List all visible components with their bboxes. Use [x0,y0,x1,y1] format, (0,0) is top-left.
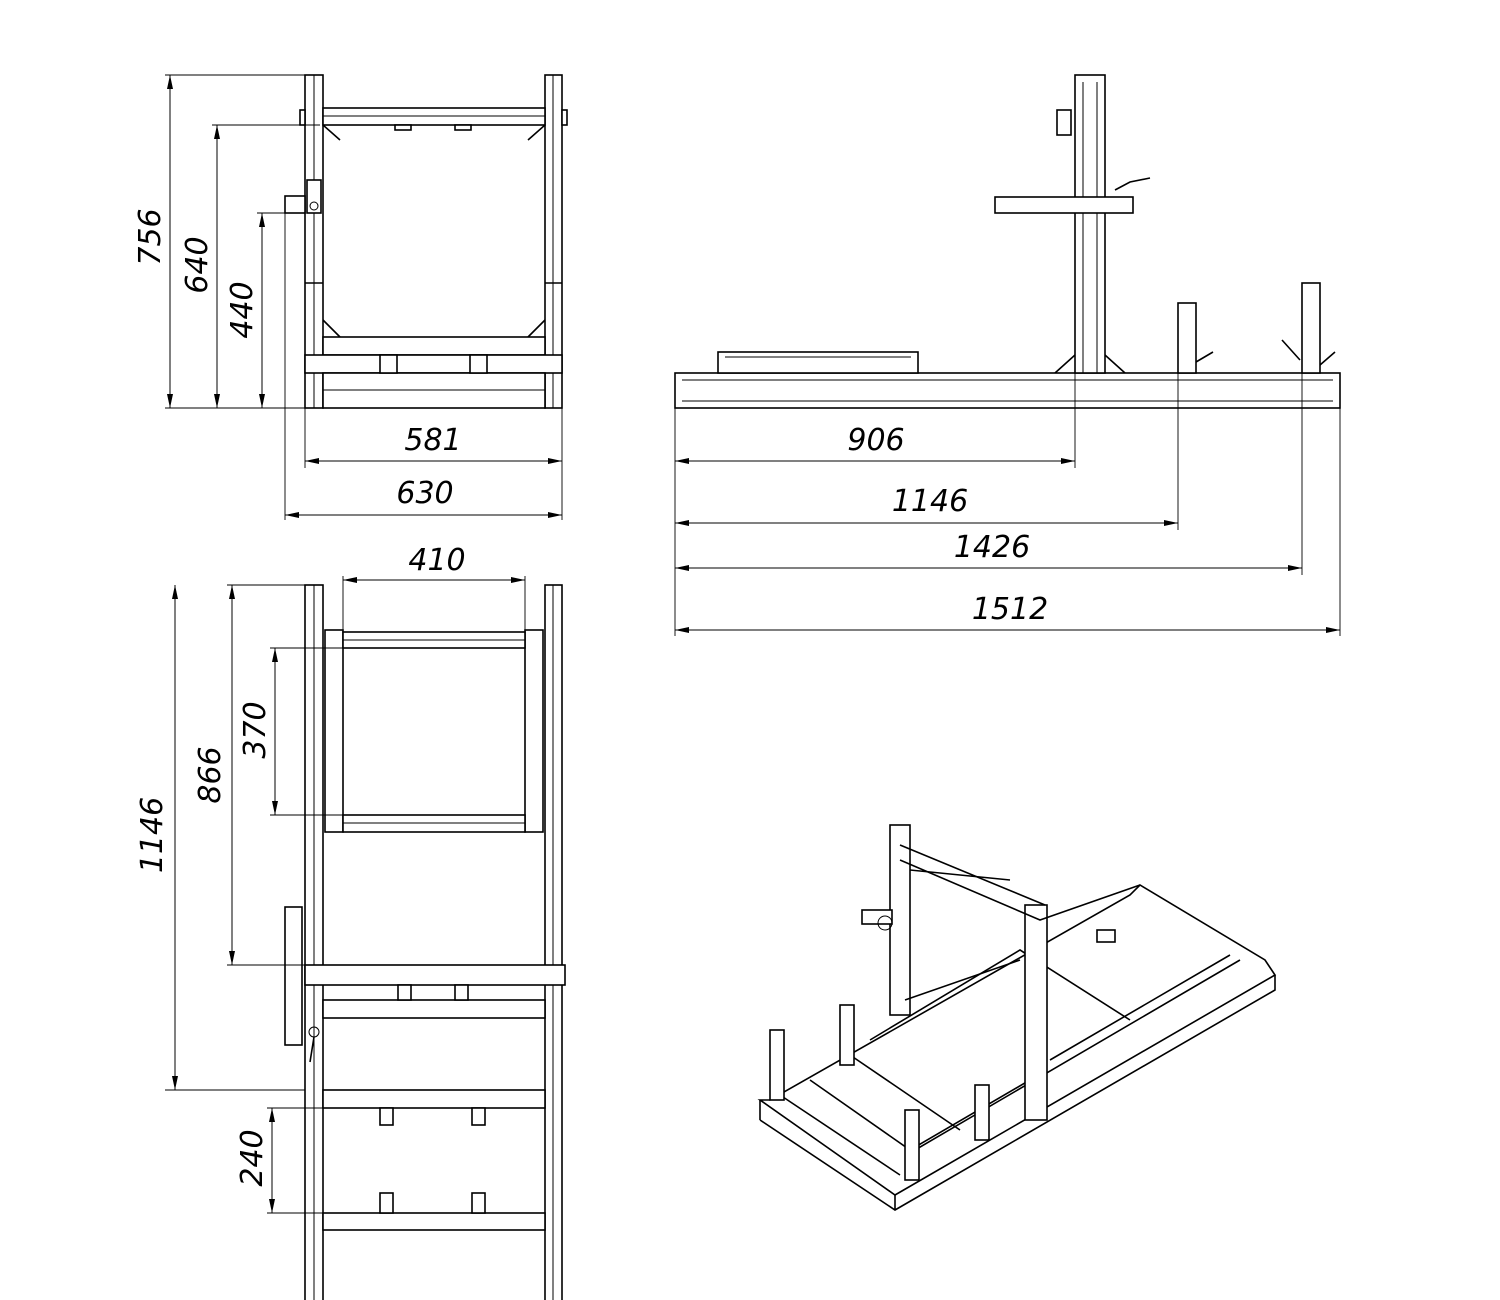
dim-1146-top: 1146 [135,797,170,873]
dim-440: 440 [225,281,260,338]
dim-630: 630 [396,476,453,511]
dim-370: 370 [238,701,273,758]
dim-410: 410 [408,543,465,578]
dim-581: 581 [404,423,461,458]
dim-756: 756 [133,208,168,265]
dim-1512: 1512 [972,592,1048,627]
dim-866: 866 [193,746,228,803]
top-view: 410 370 866 1146 240 [135,543,566,1300]
dim-240: 240 [235,1129,270,1186]
front-view: 756 640 440 581 630 [133,74,568,520]
dim-1146: 1146 [892,484,968,519]
dim-906: 906 [847,423,904,458]
side-view: 906 1146 1426 1512 [674,74,1341,636]
dim-640: 640 [180,236,215,293]
isometric-view [757,824,1277,1211]
dim-1426: 1426 [954,530,1030,565]
